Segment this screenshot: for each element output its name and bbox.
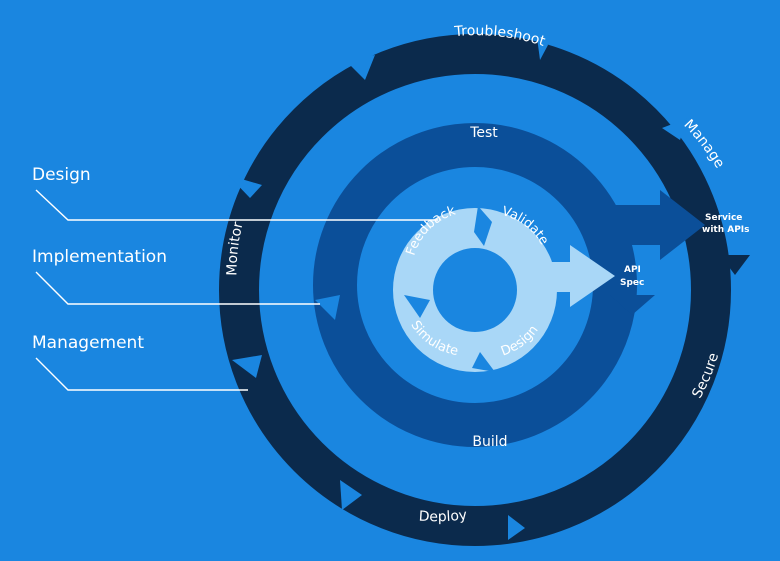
outer-ring	[219, 30, 750, 546]
management-connector	[35, 357, 248, 391]
service-arrow	[600, 190, 705, 260]
design-connector	[35, 189, 438, 221]
api-spec-label-line1: API	[624, 265, 641, 275]
left-label-management: Management	[32, 333, 144, 353]
middle-label-test: Test	[469, 125, 498, 141]
implementation-connector	[35, 271, 320, 305]
api-spec-label-line2: Spec	[620, 278, 644, 288]
service-label-line1: Service	[705, 213, 742, 223]
outer-label-deploy: Deploy	[418, 507, 468, 525]
left-label-implementation: Implementation	[32, 247, 167, 267]
middle-label-build: Build	[472, 434, 507, 450]
connector-lines	[35, 189, 438, 391]
api-spec-arrow	[530, 245, 615, 307]
service-label-line2: with APIs	[702, 225, 750, 235]
middle-ring	[313, 123, 655, 447]
left-label-design: Design	[32, 165, 91, 185]
